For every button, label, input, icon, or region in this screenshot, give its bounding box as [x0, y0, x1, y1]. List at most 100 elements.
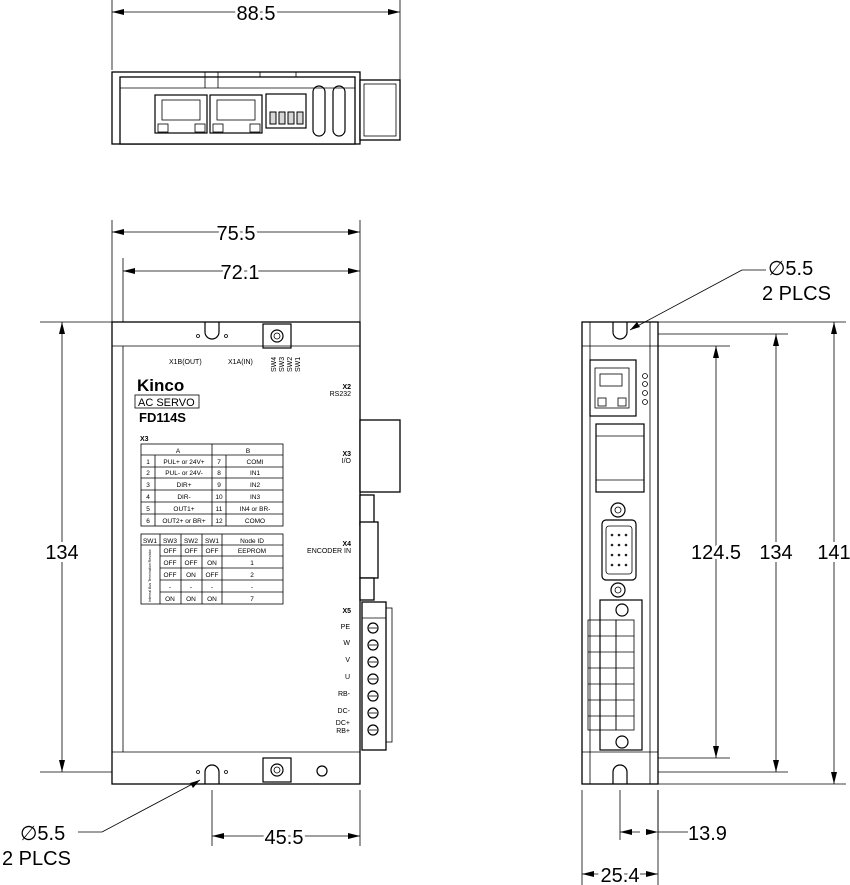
table-header: Node ID — [240, 538, 264, 545]
table-cell: OFF — [185, 548, 198, 555]
table-header: SW1 — [143, 538, 157, 545]
label-x4-desc: ENCODER IN — [307, 548, 351, 555]
table-cell: PUL- or 24V- — [165, 470, 203, 477]
callout-hole-dia-right: ∅5.5 — [768, 258, 813, 280]
pin-label: V — [345, 657, 350, 664]
label-x4: X4 — [342, 541, 351, 548]
callout-hole-count-right: 2 PLCS — [762, 283, 831, 305]
table-cell: COMI — [247, 459, 264, 466]
callout-hole-count-left: 2 PLCS — [2, 848, 71, 870]
front-view: 75.5 72.1 134 — [2, 220, 401, 870]
table-cell: 6 — [146, 518, 150, 525]
table-cell: 11 — [216, 506, 223, 513]
table-cell: IN2 — [250, 482, 261, 489]
table-cell: IN1 — [250, 470, 261, 477]
dim-side-h3: 141 — [817, 542, 850, 564]
table-cell: 3 — [146, 482, 150, 489]
table-cell: OFF — [164, 572, 177, 579]
label-x1b: X1B(OUT) — [169, 359, 202, 366]
x3-table-label: X3 — [140, 436, 149, 443]
label-x1a: X1A(IN) — [228, 359, 253, 366]
table-cell: 2 — [146, 470, 150, 477]
table-cell: OUT1+ — [173, 506, 194, 513]
table-cell: OUT2+ or BR+ — [162, 518, 206, 525]
sw-node-table: SW1 SW3 SW2 SW1 Node ID Internal Bus Ter… — [140, 533, 284, 605]
brand-logo: Kinco — [137, 376, 184, 395]
label-x5: X5 — [342, 608, 351, 615]
front-mount-hole-top — [196, 322, 228, 340]
sw-table-side-label: Internal Bus Termination Resistor — [148, 548, 152, 602]
table-header: SW3 — [163, 538, 177, 545]
top-view: 88.5 — [111, 0, 401, 145]
table-cell: 12 — [215, 518, 223, 525]
x3-pin-table: A B 1 PUL+ or 24V+ 7 COMI 2 PUL- or 24V-… — [140, 443, 284, 527]
table-cell: 5 — [146, 506, 150, 513]
dim-side-h1: 124.5 — [691, 542, 741, 564]
pin-label: RB+ — [336, 728, 350, 735]
table-header: SW1 — [205, 538, 219, 545]
dim-front-width: 75.5 — [217, 223, 256, 245]
table-cell: 7 — [217, 459, 221, 466]
front-mount-hole-bottom — [196, 764, 228, 784]
top-dip-switches — [265, 93, 307, 129]
table-cell: OFF — [164, 560, 177, 567]
table-cell: - — [211, 584, 213, 591]
table-cell: DIR- — [177, 494, 190, 501]
label-x3: X3 — [342, 451, 351, 458]
table-header: B — [246, 448, 250, 455]
label-x2-desc: RS232 — [330, 391, 352, 398]
table-cell: EEPROM — [238, 548, 266, 555]
table-cell: 7 — [250, 596, 254, 603]
side-db15-connector — [601, 502, 637, 598]
dim-side-offset: 13.9 — [688, 823, 727, 845]
label-sw3: SW3 — [279, 357, 286, 372]
table-cell: - — [251, 584, 253, 591]
table-cell: ON — [186, 596, 196, 603]
dim-side-h2: 134 — [759, 542, 792, 564]
label-x2: X2 — [342, 384, 351, 391]
table-cell: 10 — [215, 494, 223, 501]
table-cell: - — [169, 584, 171, 591]
table-cell: ON — [186, 572, 196, 579]
dim-front-height: 134 — [45, 542, 78, 564]
table-cell: DIR+ — [177, 482, 192, 489]
table-cell: OFF — [206, 572, 219, 579]
table-cell: ON — [207, 596, 217, 603]
table-cell: OFF — [185, 560, 198, 567]
callout-hole-dia-left: ∅5.5 — [20, 823, 65, 845]
table-cell: 2 — [250, 572, 254, 579]
table-cell: ON — [207, 560, 217, 567]
pin-label: DC- — [338, 708, 351, 715]
label-x3-desc: I/O — [342, 458, 352, 465]
dim-front-inner-width: 72.1 — [221, 262, 260, 284]
model-label: FD114S — [139, 410, 186, 425]
table-cell: COMO — [245, 518, 265, 525]
table-cell: 1 — [250, 560, 254, 567]
label-sw1: SW1 — [295, 357, 302, 372]
table-cell: OFF — [164, 548, 177, 555]
pin-label: RB- — [338, 691, 351, 698]
pin-label: U — [345, 674, 350, 681]
pin-label: W — [343, 640, 350, 647]
table-header: SW2 — [184, 538, 198, 545]
label-sw4: SW4 — [271, 357, 278, 372]
side-view: ∅5.5 2 PLCS 124.5 134 141 13.9 — [581, 258, 850, 885]
table-cell: ON — [165, 596, 175, 603]
dim-hole-spacing: 45.5 — [265, 827, 304, 849]
x5-terminal-block — [361, 601, 393, 751]
table-header: A — [176, 448, 181, 455]
side-rj45-port — [589, 359, 648, 417]
table-cell: IN4 or BR- — [240, 506, 271, 513]
label-sw2: SW2 — [287, 357, 294, 372]
series-label: AC SERVO — [138, 397, 195, 409]
table-cell: IN3 — [250, 494, 261, 501]
table-cell: 4 — [146, 494, 150, 501]
table-cell: 8 — [217, 470, 221, 477]
pin-label: PE — [341, 624, 351, 631]
table-cell: OFF — [206, 548, 219, 555]
top-rj45-ports — [154, 94, 263, 134]
table-cell: 1 — [146, 459, 150, 466]
table-cell: PUL+ or 24V+ — [163, 459, 204, 466]
pin-label: DC+ — [336, 720, 350, 727]
